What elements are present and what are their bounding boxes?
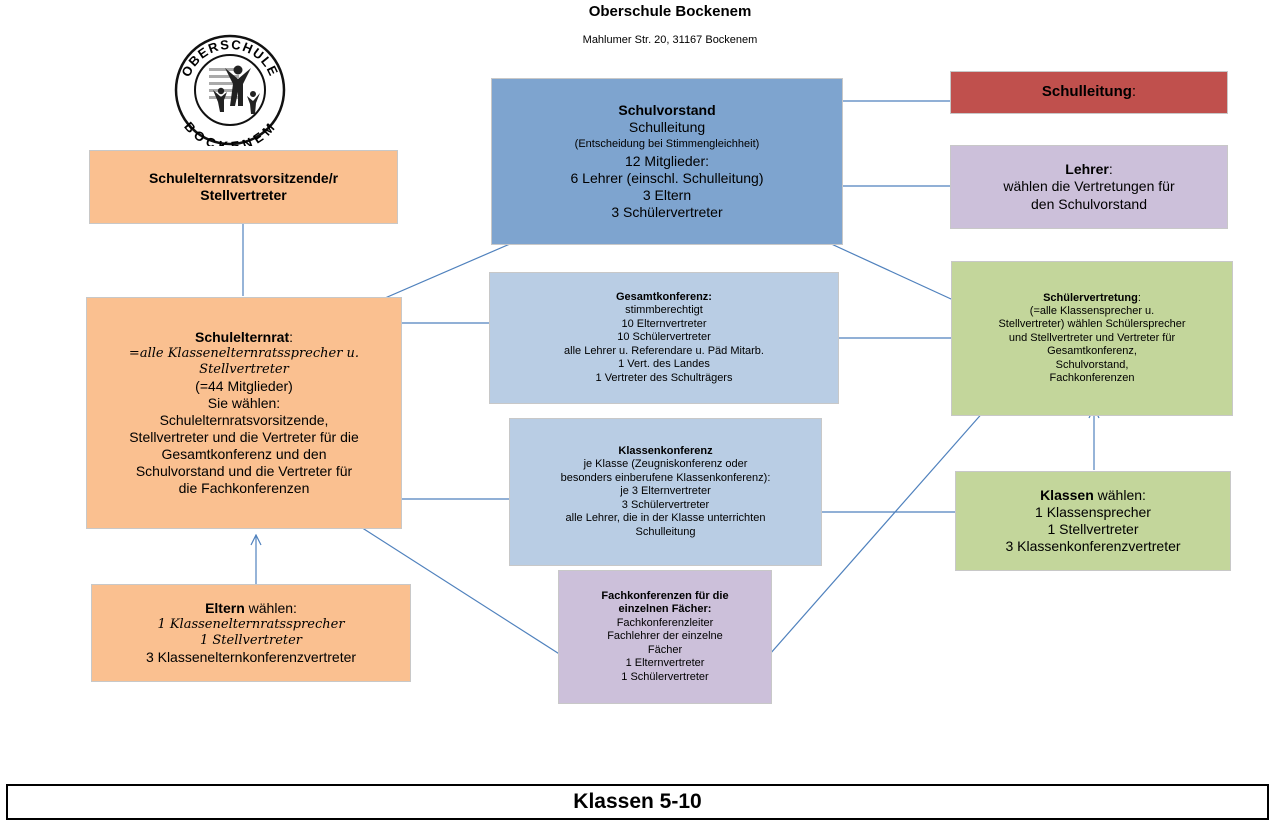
gesamtkonferenz-line: 1 Vert. des Landes [618, 358, 710, 371]
schulvorstand-heading: Schulvorstand [618, 101, 716, 118]
school-address: Mahlumer Str. 20, 31167 Bockenem [582, 34, 758, 46]
schulvorstand-line: 3 Eltern [642, 187, 692, 204]
klassen-line: 1 Stellvertreter [1047, 521, 1139, 537]
gesamtkonferenz-line: 1 Vertreter des Schulträgers [595, 371, 733, 384]
box-klassenkonferenz: Klassenkonferenz je Klasse (Zeugniskonfe… [509, 418, 822, 566]
vorsitz-line: Schulelternratsvorsitzende/r [148, 169, 339, 186]
box-schulelternrat: Schulelternrat: =alle Klassenelternratss… [86, 297, 402, 529]
box-fachkonferenzen: Fachkonferenzen für die einzelnen Fächer… [558, 570, 772, 704]
klassenkonferenz-line: alle Lehrer, die in der Klasse unterrich… [565, 512, 766, 525]
lehrer-suffix: : [1108, 161, 1113, 178]
schulelternrat-line: die Fachkonferenzen [178, 480, 310, 497]
gesamtkonferenz-line: stimmberechtigt [625, 304, 703, 317]
schulvorstand-line: Schulleitung [628, 118, 706, 135]
schulleitung-suffix: : [1131, 83, 1137, 101]
lehrer-heading: Lehrer [1065, 161, 1109, 178]
klassenkonferenz-line: je 3 Elternvertreter [620, 485, 711, 498]
box-eltern: Eltern wählen: 1 Klassenelternratssprech… [91, 584, 411, 682]
klassen-line: 3 Klassenkonferenzvertreter [1005, 538, 1181, 555]
page-title: Oberschule Bockenem [588, 3, 752, 20]
schulelternrat-line: Sie wählen: [207, 394, 281, 411]
eltern-suffix: wählen: [244, 600, 297, 617]
eltern-line: 3 Klassenelternkonferenzvertreter [145, 648, 357, 665]
klassen-heading: Klassen [1040, 486, 1094, 503]
box-schuelervertretung: Schülervertretung: (=alle Klassenspreche… [951, 261, 1233, 416]
gesamtkonferenz-heading: Gesamtkonferenz: [616, 291, 712, 304]
vorsitz-line: Stellvertreter [200, 187, 287, 203]
eltern-italic-line: 1 Klassenelternratssprecher [157, 617, 345, 633]
eltern-italic-line: 1 Stellvertreter [199, 633, 303, 648]
schulelternrat-suffix: : [289, 328, 294, 345]
schuelervertretung-line: Fachkonferenzen [1049, 372, 1135, 385]
lehrer-line: den Schulvorstand [1031, 195, 1147, 212]
box-lehrer: Lehrer: wählen die Vertretungen für den … [950, 145, 1228, 229]
gesamtkonferenz-line: 10 Schülervertreter [617, 331, 711, 344]
schulvorstand-line: 6 Lehrer (einschl. Schulleitung) [570, 170, 764, 187]
box-schulvorstand: Schulvorstand Schulleitung (Entscheidung… [491, 78, 843, 245]
fachkonferenzen-line: Fachkonferenzleiter [616, 616, 714, 629]
schulelternrat-line: Gesamtkonferenz und den [161, 445, 327, 462]
schuelervertretung-heading: Schülervertretung [1043, 291, 1138, 304]
klassenkonferenz-line: 3 Schülervertreter [621, 498, 710, 511]
schulvorstand-line: 12 Mitglieder: [624, 153, 710, 170]
fachkonferenzen-line: 1 Elternvertreter [625, 657, 705, 670]
footer-banner: Klassen 5-10 [6, 784, 1269, 820]
klassenkonferenz-line: je Klasse (Zeugniskonferenz oder [583, 458, 748, 471]
lehrer-line: wählen die Vertretungen für [1003, 178, 1175, 195]
gesamtkonferenz-line: alle Lehrer u. Referendare u. Päd Mitarb… [564, 344, 764, 357]
schuelervertretung-line: (=alle Klassensprecher u. [1029, 304, 1155, 317]
gesamtkonferenz-line: 10 Elternvertreter [621, 317, 707, 330]
klassen-suffix: wählen: [1093, 486, 1146, 503]
box-schulelternratsvorsitz: Schulelternratsvorsitzende/r Stellvertre… [89, 150, 398, 224]
schulelternrat-line: (=44 Mitglieder) [195, 377, 293, 394]
fachkonferenzen-line: Fachlehrer der einzelne [607, 630, 723, 643]
schulelternrat-italic-line: =alle Klassenelternratssprecher u. [128, 345, 360, 361]
fachkonferenzen-line: Fächer [647, 643, 683, 656]
box-schulleitung: Schulleitung: [950, 71, 1228, 114]
schuelervertretung-line: Gesamtkonferenz, [1047, 345, 1137, 358]
schulelternrat-line: Schulvorstand und die Vertreter für [135, 463, 353, 480]
klassen-line: 1 Klassensprecher [1035, 503, 1151, 520]
fachkonferenzen-heading: einzelnen Fächer: [618, 603, 712, 616]
fachkonferenzen-line: 1 Schülervertreter [621, 670, 709, 683]
klassenkonferenz-heading: Klassenkonferenz [618, 445, 713, 458]
klassenkonferenz-line: Schulleitung [635, 525, 696, 538]
school-people-icon: OBERSCHULE BOCKENEM [174, 34, 286, 154]
school-logo: OBERSCHULE BOCKENEM [165, 34, 295, 154]
schuelervertretung-line: Schulvorstand, [1055, 358, 1129, 371]
schulvorstand-line: (Entscheidung bei Stimmengleichheit) [574, 137, 760, 150]
fachkonferenzen-heading: Fachkonferenzen für die [601, 590, 729, 603]
schulelternrat-line: Stellvertreter und die Vertreter für die [129, 428, 359, 445]
schuelervertretung-line: Stellvertreter) wählen Schülersprecher [998, 318, 1186, 331]
eltern-heading: Eltern [205, 600, 245, 617]
box-klassen: Klassen wählen: 1 Klassensprecher 1 Stel… [955, 471, 1231, 571]
schulleitung-heading: Schulleitung [1041, 83, 1132, 101]
schulelternrat-heading: Schulelternrat [194, 328, 290, 345]
schulelternrat-italic-line: Stellvertreter [199, 361, 289, 377]
box-gesamtkonferenz: Gesamtkonferenz: stimmberechtigt 10 Elte… [489, 272, 839, 404]
schulvorstand-line: 3 Schülervertreter [611, 204, 723, 221]
schuelervertretung-line: und Stellvertreter und Vertreter für [1008, 331, 1176, 344]
klassenkonferenz-line: besonders einberufene Klassenkonferenz): [560, 471, 771, 484]
schuelervertretung-suffix: : [1137, 291, 1141, 304]
schulelternrat-line: Schulelternratsvorsitzende, [159, 411, 329, 428]
